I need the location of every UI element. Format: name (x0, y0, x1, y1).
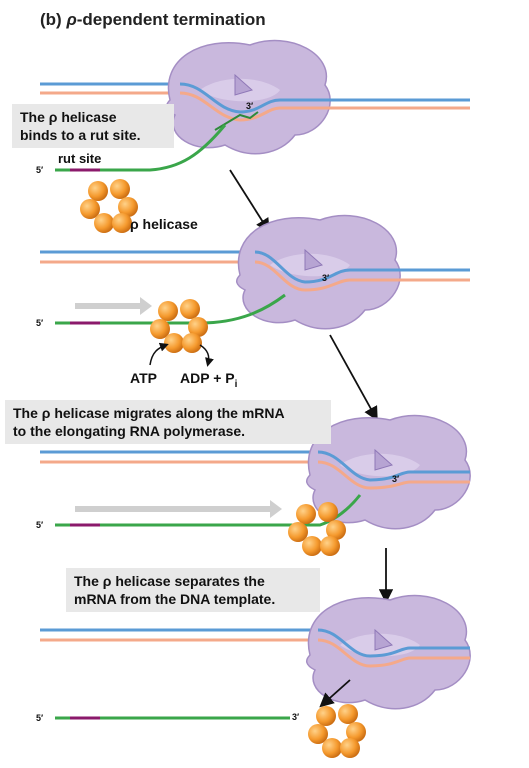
rna-polymerase (165, 39, 331, 155)
three-prime-label: 3′ (292, 712, 300, 722)
figure-title: (b) ρ-dependent termination (40, 10, 266, 29)
rna-polymerase (235, 214, 401, 330)
step3-note: The ρ helicase separates the mRNA from t… (66, 568, 320, 612)
five-prime-label: 5′ (36, 713, 44, 723)
rho-helicase-hexamer (150, 299, 208, 353)
three-prime-label: 3′ (246, 101, 254, 111)
three-prime-label: 3′ (322, 273, 330, 283)
five-prime-label: 5′ (36, 165, 44, 175)
three-prime-label: 3′ (392, 474, 400, 484)
rna-polymerase (305, 594, 471, 710)
rho-helicase-label: ρ helicase (130, 216, 198, 232)
atp-label: ATP (130, 370, 157, 386)
panel-2 (40, 214, 470, 422)
panel-4 (40, 594, 471, 758)
step2-note: The ρ helicase migrates along the mRNA t… (5, 400, 331, 444)
step1-note: The ρ helicase binds to a rut site. (12, 104, 174, 148)
panel-1 (40, 39, 470, 234)
rut-site-label: rut site (58, 151, 102, 166)
five-prime-label: 5′ (36, 318, 44, 328)
five-prime-label: 5′ (36, 520, 44, 530)
rho-helicase-hexamer (308, 704, 366, 758)
migration-arrow (75, 297, 152, 315)
adp-label: ADP + Pi (180, 370, 238, 390)
panel-3 (40, 414, 471, 604)
